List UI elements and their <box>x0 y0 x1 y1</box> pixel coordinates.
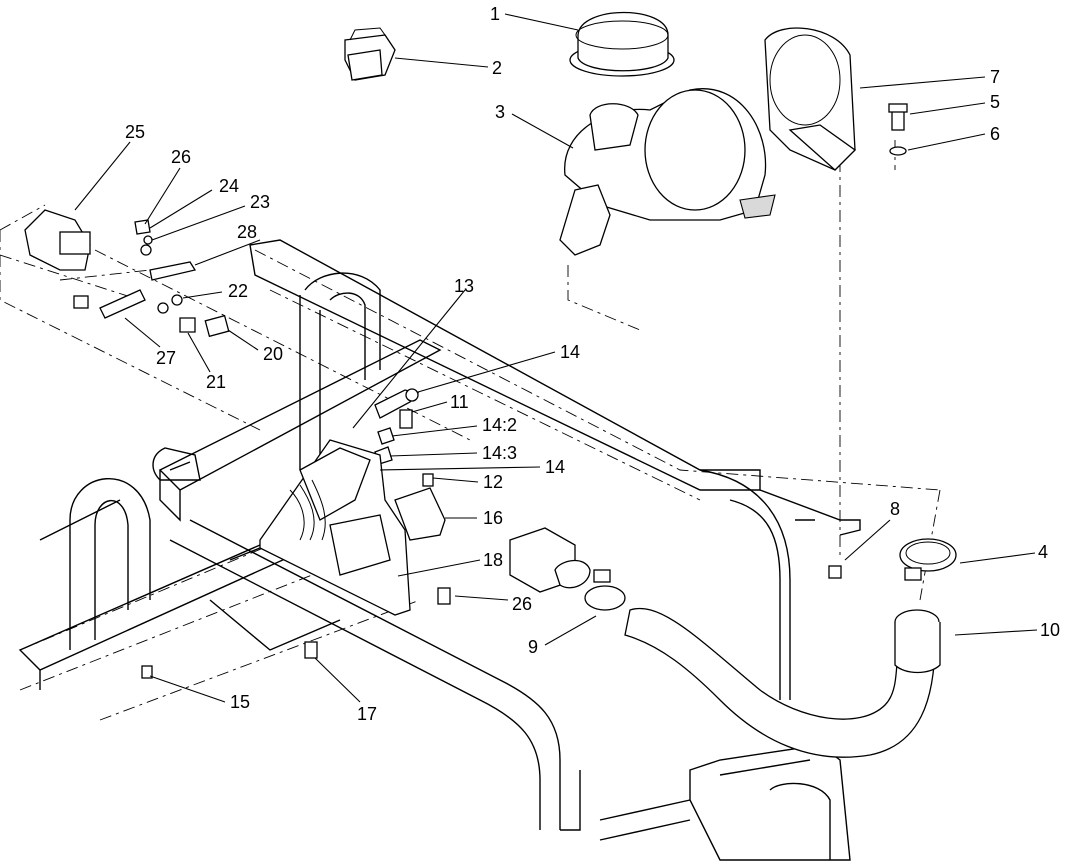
callout-23: 23 <box>250 192 270 212</box>
callout-12: 12 <box>483 472 503 492</box>
callout-24: 24 <box>219 176 239 196</box>
air-cleaner-body <box>559 88 776 256</box>
callout-15: 15 <box>230 692 250 712</box>
callout-1: 1 <box>490 4 500 24</box>
callout-26a: 26 <box>171 147 191 167</box>
phantom-lines <box>0 140 941 721</box>
callout-14-2: 14:2 <box>482 415 517 435</box>
callout-18: 18 <box>483 550 503 570</box>
callout-7: 7 <box>990 67 1000 87</box>
callout-13: 13 <box>454 276 474 296</box>
callout-27: 27 <box>156 348 176 368</box>
callout-8: 8 <box>890 499 900 519</box>
callout-14b: 14 <box>545 457 565 477</box>
callout-2: 2 <box>492 58 502 78</box>
callout-14a: 14 <box>560 342 580 362</box>
control-module <box>141 439 451 679</box>
callout-labels: 1 2 3 4 5 6 7 8 9 10 11 12 13 14 14:2 14… <box>125 4 1060 724</box>
callout-5: 5 <box>990 92 1000 112</box>
callout-21: 21 <box>206 372 226 392</box>
callout-25: 25 <box>125 122 145 142</box>
callout-4: 4 <box>1038 542 1048 562</box>
restriction-indicator <box>344 27 396 81</box>
leader-lines <box>74 13 1038 703</box>
callout-17: 17 <box>357 704 377 724</box>
hose-clamp <box>899 538 957 581</box>
bolt-and-washer <box>888 103 908 156</box>
callout-9: 9 <box>528 637 538 657</box>
callout-16: 16 <box>483 508 503 528</box>
callout-10: 10 <box>1040 620 1060 640</box>
switch-assembly <box>24 209 230 338</box>
callout-6: 6 <box>990 124 1000 144</box>
callout-22: 22 <box>228 281 248 301</box>
sensor-and-clamp <box>509 527 626 611</box>
air-cleaner-cap <box>569 11 675 77</box>
callout-3: 3 <box>495 102 505 122</box>
intake-hose <box>624 607 941 758</box>
callout-26b: 26 <box>512 594 532 614</box>
ring-terminals <box>374 388 434 487</box>
mounting-band <box>764 27 857 171</box>
nut <box>828 565 842 579</box>
callout-20: 20 <box>263 344 283 364</box>
callout-28: 28 <box>237 222 257 242</box>
callout-11: 11 <box>450 392 469 412</box>
callout-14-3: 14:3 <box>482 443 517 463</box>
main-frame <box>18 239 861 861</box>
